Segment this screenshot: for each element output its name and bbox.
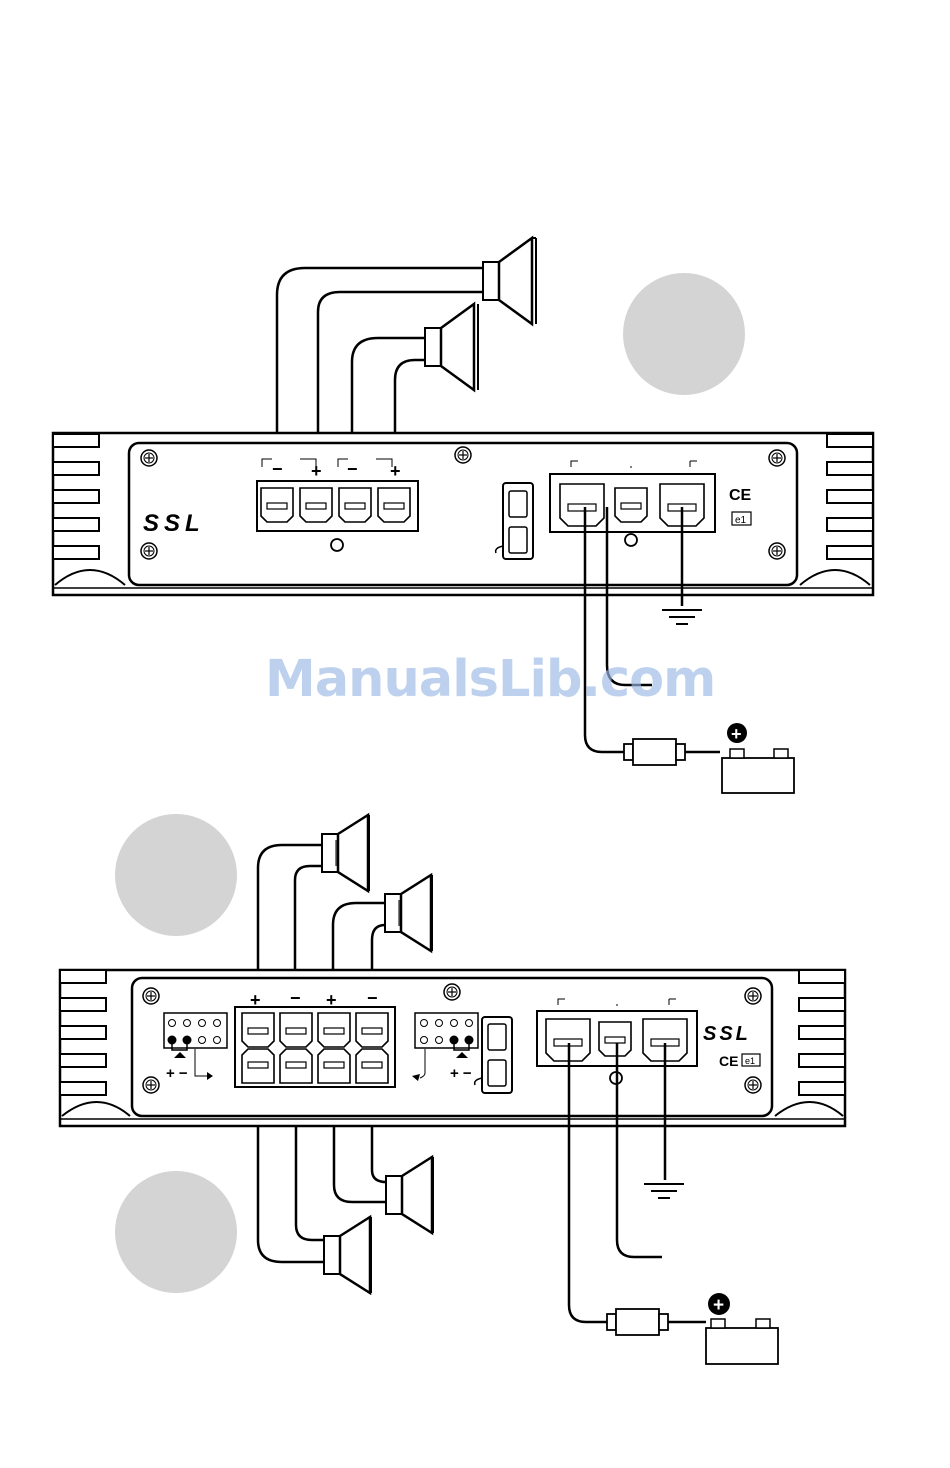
ground-icon (662, 610, 702, 624)
polarity-label: − (367, 988, 378, 1008)
screw-icon (769, 543, 785, 559)
brand-logo: SSL (703, 1023, 751, 1045)
speaker-icon (483, 238, 536, 324)
battery-icon: + (706, 1293, 778, 1364)
screw-icon (444, 984, 460, 1000)
fuse-icon (607, 1309, 668, 1335)
fuse-icon (624, 739, 685, 765)
callout-circle (115, 1171, 237, 1293)
selector-polarity: + − (166, 1065, 188, 1082)
selector-polarity: + − (450, 1065, 472, 1082)
battery-positive-symbol: + (731, 724, 742, 744)
e-mark: e1 (745, 1056, 755, 1066)
polarity-label: + (250, 990, 261, 1010)
brand-logo: SSL (143, 510, 205, 537)
screw-icon (455, 447, 471, 463)
speaker-icon (386, 1157, 433, 1233)
polarity-label: − (290, 988, 301, 1008)
screw-icon (141, 450, 157, 466)
polarity-label: − (347, 459, 358, 479)
e-mark: e1 (735, 515, 747, 526)
ground-icon (644, 1184, 684, 1198)
speaker-icon (322, 815, 369, 891)
battery-positive-symbol: + (713, 1295, 724, 1316)
speaker-icon (324, 1217, 371, 1293)
amplifier-top: − + − + SSL CE e1 (53, 433, 873, 595)
ce-mark: CE (729, 487, 752, 504)
polarity-label: + (326, 990, 337, 1010)
ce-mark: CE (719, 1053, 738, 1069)
speaker-icon (425, 304, 478, 390)
battery-icon: + (722, 723, 794, 793)
screw-icon (143, 1077, 159, 1093)
callout-circle (115, 814, 237, 936)
callout-circle (623, 273, 745, 395)
screw-icon (745, 1077, 761, 1093)
polarity-label: − (272, 459, 283, 479)
speaker-icon (385, 875, 432, 951)
screw-icon (745, 988, 761, 1004)
amplifier-bottom: + − + − + − + − (60, 970, 845, 1126)
screw-icon (143, 988, 159, 1004)
screw-icon (769, 450, 785, 466)
screw-icon (141, 543, 157, 559)
watermark: ManualsLib.com (265, 650, 705, 710)
